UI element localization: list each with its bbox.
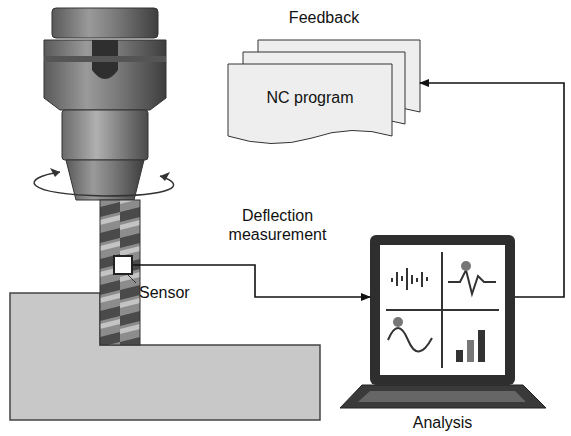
- laptop-screen: [380, 245, 505, 375]
- marker-icon: [393, 317, 403, 327]
- end-mill-cutter: [100, 200, 140, 345]
- holder-flange: [44, 40, 166, 110]
- flow-arrow: [420, 83, 564, 297]
- feedback-heading: Feedback: [228, 8, 420, 27]
- laptop-lid: [370, 235, 515, 385]
- holder-nose: [66, 160, 144, 200]
- bar-icon: [478, 330, 485, 362]
- flange-groove: [44, 56, 166, 62]
- signal-icon: [392, 268, 427, 290]
- analysis-label: Analysis: [370, 413, 515, 432]
- screen-divider: [386, 309, 499, 311]
- leader-line: [128, 275, 136, 283]
- sensor-box: Sensor: [113, 255, 133, 275]
- analysis-laptop: Analysis: [370, 235, 515, 385]
- holder-collar: [62, 110, 148, 160]
- marker-icon: [461, 261, 471, 271]
- workpiece: [10, 293, 320, 420]
- bar-icon: [456, 350, 463, 362]
- curve-icon: [388, 328, 432, 352]
- annotation-label: Deflection measurement: [205, 206, 350, 244]
- laptop-keyboard: [358, 391, 526, 402]
- sensor-label: Sensor: [139, 283, 190, 302]
- bar-icon: [467, 340, 474, 362]
- waveform-icon: [448, 270, 496, 294]
- document-page: [228, 64, 392, 144]
- nc-program-stack: FeedbackNC program: [228, 40, 420, 138]
- laptop-base: [340, 385, 546, 408]
- spindle-top: [52, 8, 158, 38]
- rotation-arrowhead: [50, 168, 60, 177]
- document-label: NC program: [228, 88, 392, 107]
- rotation-arrowhead: [160, 172, 170, 181]
